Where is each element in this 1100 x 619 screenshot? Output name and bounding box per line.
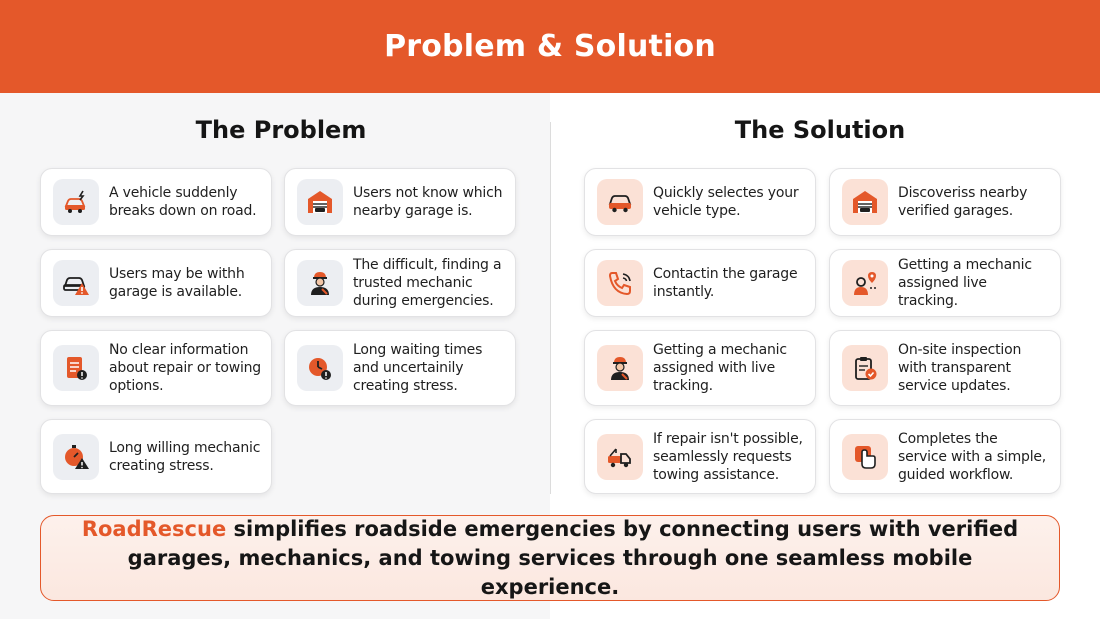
problem-card: Users may be withh garage is available. bbox=[40, 249, 272, 317]
card-text: Getting a mechanic assigned with live tr… bbox=[653, 342, 787, 394]
card-text: The difficult, finding a trusted mechani… bbox=[353, 257, 502, 309]
clock-warning-icon bbox=[297, 345, 343, 391]
card-text: On-site inspection with transparent serv… bbox=[898, 342, 1022, 394]
mechanic-icon bbox=[297, 260, 343, 306]
problem-card: Long waiting times and uncertainily crea… bbox=[284, 330, 516, 406]
mechanic-location-icon bbox=[842, 260, 888, 306]
header-bar: Problem & Solution bbox=[0, 0, 1100, 93]
solution-card: Contactin the garage instantly. bbox=[584, 249, 816, 317]
card-text: Getting a mechanic assigned live trackin… bbox=[898, 257, 1032, 309]
card-text: Long willing mechanic creating stress. bbox=[109, 439, 261, 474]
summary-text: RoadRescue simplifies roadside emergenci… bbox=[71, 515, 1029, 602]
garage-icon bbox=[297, 179, 343, 225]
solution-card: Completes the service with a simple, gui… bbox=[829, 419, 1061, 494]
problem-card: Long willing mechanic creating stress. bbox=[40, 419, 272, 494]
solution-card: Quickly selectes your vehicle type. bbox=[584, 168, 816, 236]
summary-banner: RoadRescue simplifies roadside emergenci… bbox=[40, 515, 1060, 601]
timer-warning-icon bbox=[53, 433, 99, 480]
phone-icon bbox=[597, 260, 643, 306]
card-text: Quickly selectes your vehicle type. bbox=[653, 185, 799, 219]
card-text: Discoveriss nearby verified garages. bbox=[898, 185, 1028, 219]
tow-truck-icon bbox=[597, 433, 643, 480]
card-text: Users may be withh garage is available. bbox=[109, 266, 245, 300]
page-title: Problem & Solution bbox=[384, 29, 716, 64]
solution-card: If repair isn't possible, seamlessly req… bbox=[584, 419, 816, 494]
broken-car-icon bbox=[53, 179, 99, 225]
car-icon bbox=[597, 179, 643, 225]
card-text: Long waiting times and uncertainily crea… bbox=[353, 342, 483, 394]
card-text: Contactin the garage instantly. bbox=[653, 266, 798, 300]
brand-name: RoadRescue bbox=[81, 516, 227, 541]
solution-card: On-site inspection with transparent serv… bbox=[829, 330, 1061, 406]
document-warning-icon bbox=[53, 345, 99, 391]
card-text: No clear information about repair or tow… bbox=[109, 342, 261, 394]
tap-icon bbox=[842, 433, 888, 480]
clipboard-check-icon bbox=[842, 345, 888, 391]
problem-title: The Problem bbox=[195, 116, 367, 144]
column-divider bbox=[550, 122, 551, 494]
mechanic-icon bbox=[597, 345, 643, 391]
problem-card: No clear information about repair or tow… bbox=[40, 330, 272, 406]
card-text: Users not know which nearby garage is. bbox=[353, 185, 503, 219]
problem-card: Users not know which nearby garage is. bbox=[284, 168, 516, 236]
solution-card: Getting a mechanic assigned with live tr… bbox=[584, 330, 816, 406]
solution-card: Getting a mechanic assigned live trackin… bbox=[829, 249, 1061, 317]
solution-title: The Solution bbox=[734, 116, 906, 144]
summary-body: simplifies roadside emergencies by conne… bbox=[127, 516, 1019, 599]
problem-card: A vehicle suddenly breaks down on road. bbox=[40, 168, 272, 236]
card-text: A vehicle suddenly breaks down on road. bbox=[109, 185, 257, 219]
card-text: Completes the service with a simple, gui… bbox=[898, 430, 1047, 483]
problem-card: The difficult, finding a trusted mechani… bbox=[284, 249, 516, 317]
garage-icon bbox=[842, 179, 888, 225]
car-warning-icon bbox=[53, 260, 99, 306]
solution-card: Discoveriss nearby verified garages. bbox=[829, 168, 1061, 236]
card-text: If repair isn't possible, seamlessly req… bbox=[653, 430, 803, 483]
